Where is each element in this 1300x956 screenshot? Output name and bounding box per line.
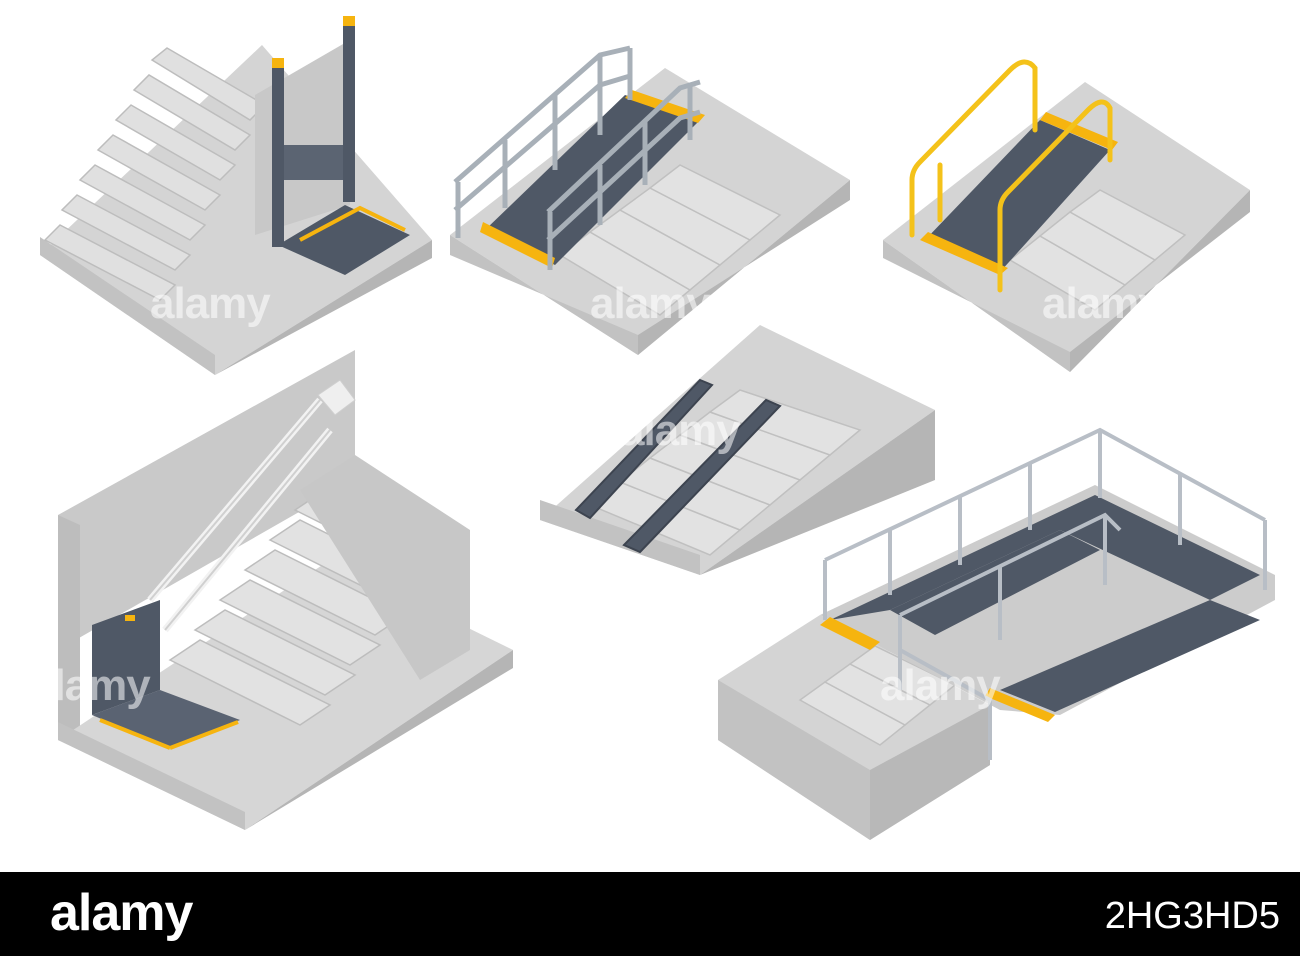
watermark-text: alamy — [30, 661, 151, 710]
illustration-vertical-platform-lift: alamy — [40, 16, 432, 375]
illustration-switchback-ramp: alamy — [718, 427, 1275, 840]
illustration-inclined-ramp-gray-railing: alamy — [450, 45, 850, 355]
illustration-canvas: alamy a — [30, 16, 1275, 840]
watermark-text: alamy — [150, 279, 271, 328]
footer-logo[interactable]: alamy — [50, 884, 193, 942]
image-code: 2HG3HD5 — [1104, 895, 1280, 937]
illustration-portable-track-ramps: alamy — [540, 325, 935, 575]
watermark-text: alamy — [880, 661, 1001, 710]
watermark-text: alamy — [620, 406, 741, 455]
illustration-inclined-ramp-yellow-railing: alamy — [883, 59, 1250, 372]
illustration-stair-platform-lift-wall: alamy — [30, 350, 513, 830]
watermark-text: alamy — [1042, 279, 1163, 328]
watermark-text: alamy — [590, 279, 711, 328]
footer-bar: alamy 2HG3HD5 — [0, 872, 1300, 956]
